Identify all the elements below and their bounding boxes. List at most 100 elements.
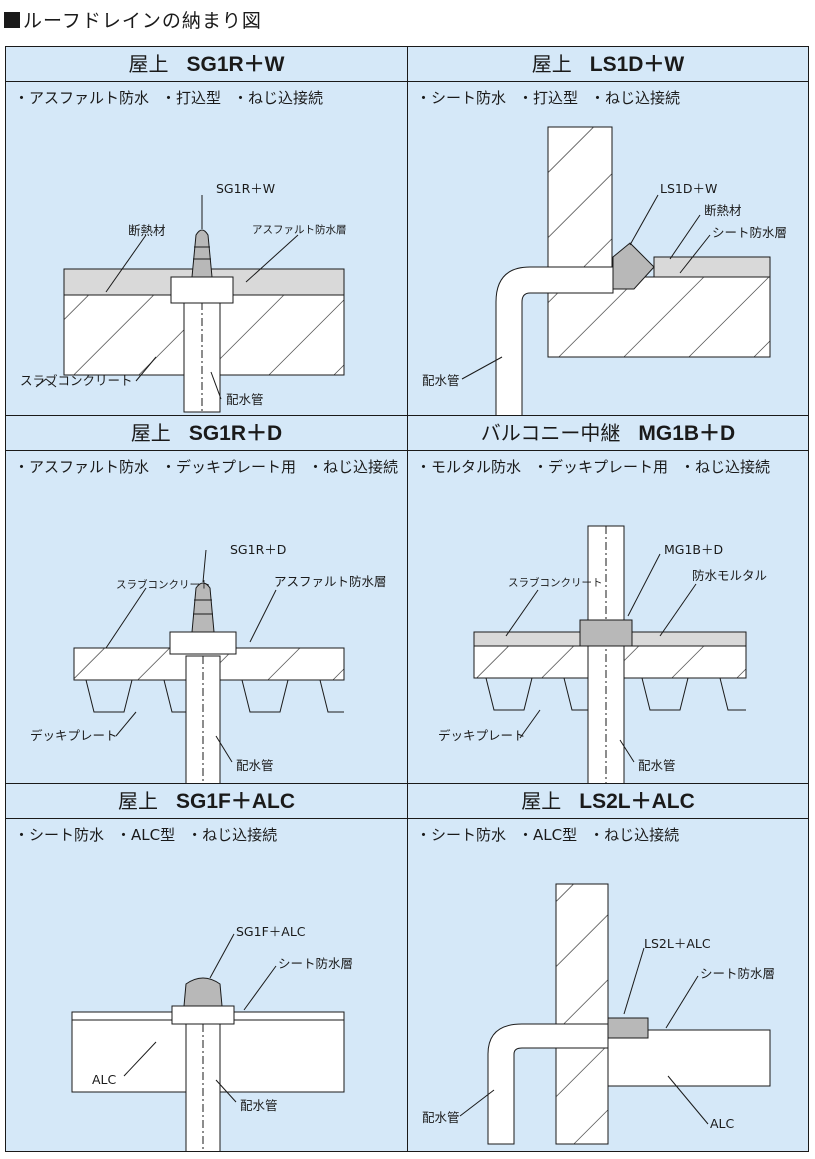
leader-alc <box>667 1075 709 1125</box>
label-deck: デッキプレート <box>30 728 118 743</box>
page-title: ルーフドレインの納まり図 <box>4 4 262 38</box>
panel-code: SG1F＋ALC <box>175 790 295 813</box>
leader-pipe <box>459 1089 495 1117</box>
leader-pipe <box>461 356 503 380</box>
panel-specs: ・アスファルト防水・打込型・ねじ込接続 <box>14 87 335 109</box>
spec-waterproof: ・アスファルト防水 <box>14 89 150 107</box>
leader-slab <box>135 356 157 382</box>
panel-specs: ・シート防水・ALC型・ねじ込接続 <box>14 824 289 846</box>
leader-pipe <box>210 371 222 400</box>
label-product: LS2L＋ALC <box>644 936 711 951</box>
label-product: SG1F＋ALC <box>236 924 306 939</box>
panel-location: 屋上 <box>117 789 158 813</box>
label-pipe: 配水管 <box>422 373 460 388</box>
label-pipe: 配水管 <box>638 758 676 773</box>
leader-membrane <box>679 234 711 274</box>
leader-insulation <box>105 234 147 293</box>
panel-location: 屋上 <box>531 52 572 76</box>
drain-body <box>170 276 234 304</box>
spec-connection: ・ねじ込接続 <box>308 458 399 476</box>
label-pipe: 配水管 <box>226 392 264 407</box>
panel-location: 屋上 <box>130 421 171 445</box>
spec-type: ・デッキプレート用 <box>161 458 297 476</box>
strainer-dome <box>191 582 215 633</box>
spec-connection: ・ねじ込接続 <box>590 89 681 107</box>
drain-body <box>171 1005 235 1025</box>
spec-connection: ・ねじ込接続 <box>233 89 324 107</box>
drain-diagram-3: SG1R＋D スラブコンクリート アスファルト防水層 デッキプレート 配水管 <box>30 542 387 783</box>
leader-alc <box>123 1041 157 1077</box>
panel-ls1d-w: 屋上 LS1D＋W ・シート防水・打込型・ねじ込接続 LS1D＋W 断熱材 シート… <box>408 47 808 415</box>
leader-deck <box>115 711 137 737</box>
leader-membrane <box>245 234 299 283</box>
flat-strainer <box>183 977 223 1007</box>
spec-waterproof: ・シート防水 <box>14 826 105 844</box>
strainer-dome <box>191 229 213 278</box>
spec-connection: ・ねじ込接続 <box>680 458 771 476</box>
leader-membrane <box>249 589 277 643</box>
leader-membrane <box>665 975 699 1029</box>
leader-product <box>209 933 235 979</box>
side-drain-body <box>607 1017 649 1039</box>
label-insulation: 断熱材 <box>704 203 742 218</box>
leader-product <box>627 553 661 617</box>
leader-product <box>202 549 207 583</box>
label-alc: ALC <box>710 1116 735 1131</box>
drain-diagram-2: LS1D＋W 断熱材 シート防水層 配水管 <box>422 126 787 415</box>
alc-panel <box>607 1029 771 1087</box>
insulation-layer <box>653 256 771 278</box>
leader-product <box>623 947 645 1015</box>
panel-specs: ・シート防水・打込型・ねじ込接続 <box>416 87 692 109</box>
label-pipe: 配水管 <box>236 758 274 773</box>
label-membrane: シート防水層 <box>700 966 775 981</box>
drain-body <box>169 631 237 655</box>
leader-mortar <box>659 583 697 637</box>
label-membrane: シート防水層 <box>278 956 353 971</box>
leader-deck <box>519 709 541 739</box>
relay-drain-body <box>579 619 633 647</box>
label-insulation: 断熱材 <box>128 223 166 238</box>
leader-slab <box>105 587 147 649</box>
leader-pipe <box>215 1079 237 1103</box>
label-product: LS1D＋W <box>660 181 717 196</box>
label-pipe: 配水管 <box>240 1098 278 1113</box>
label-slab: スラブコンクリート <box>508 576 603 589</box>
label-slab: スラブコンクリート <box>116 578 211 591</box>
panel-code: SG1R＋W <box>186 53 285 76</box>
spec-type: ・ALC型 <box>518 826 578 844</box>
spec-waterproof: ・アスファルト防水 <box>14 458 150 476</box>
leader-insulation <box>669 214 701 260</box>
panel-code: SG1R＋D <box>188 422 283 445</box>
spec-type: ・打込型 <box>161 89 222 107</box>
spec-waterproof: ・シート防水 <box>416 89 507 107</box>
leader-membrane <box>243 965 277 1011</box>
spec-connection: ・ねじ込接続 <box>589 826 680 844</box>
label-mortar: 防水モルタル <box>692 568 767 583</box>
label-product: SG1R＋W <box>216 181 275 196</box>
spec-type: ・デッキプレート用 <box>533 458 669 476</box>
panel-location: 屋上 <box>521 789 562 813</box>
divider <box>407 47 408 1151</box>
side-drain-body <box>612 242 655 290</box>
panel-sg1r-d: 屋上 SG1R＋D ・アスファルト防水・デッキプレート用・ねじ込接続 SG1R＋D… <box>6 416 407 783</box>
spec-type: ・ALC型 <box>116 826 176 844</box>
spec-waterproof: ・シート防水 <box>416 826 507 844</box>
page-title-text: ルーフドレインの納まり図 <box>23 10 262 32</box>
leader-product <box>629 194 659 246</box>
label-deck: デッキプレート <box>438 728 526 743</box>
spec-waterproof: ・モルタル防水 <box>416 458 522 476</box>
spec-connection: ・ねじ込接続 <box>187 826 278 844</box>
leader-pipe <box>215 735 233 763</box>
square-bullet-icon <box>4 12 20 28</box>
panel-header: 屋上 SG1R＋D <box>6 416 407 451</box>
label-product: MG1B＋D <box>664 542 723 557</box>
label-membrane: シート防水層 <box>712 225 787 240</box>
spec-type: ・打込型 <box>518 89 579 107</box>
panel-code: MG1B＋D <box>638 422 736 445</box>
label-pipe: 配水管 <box>422 1110 460 1125</box>
